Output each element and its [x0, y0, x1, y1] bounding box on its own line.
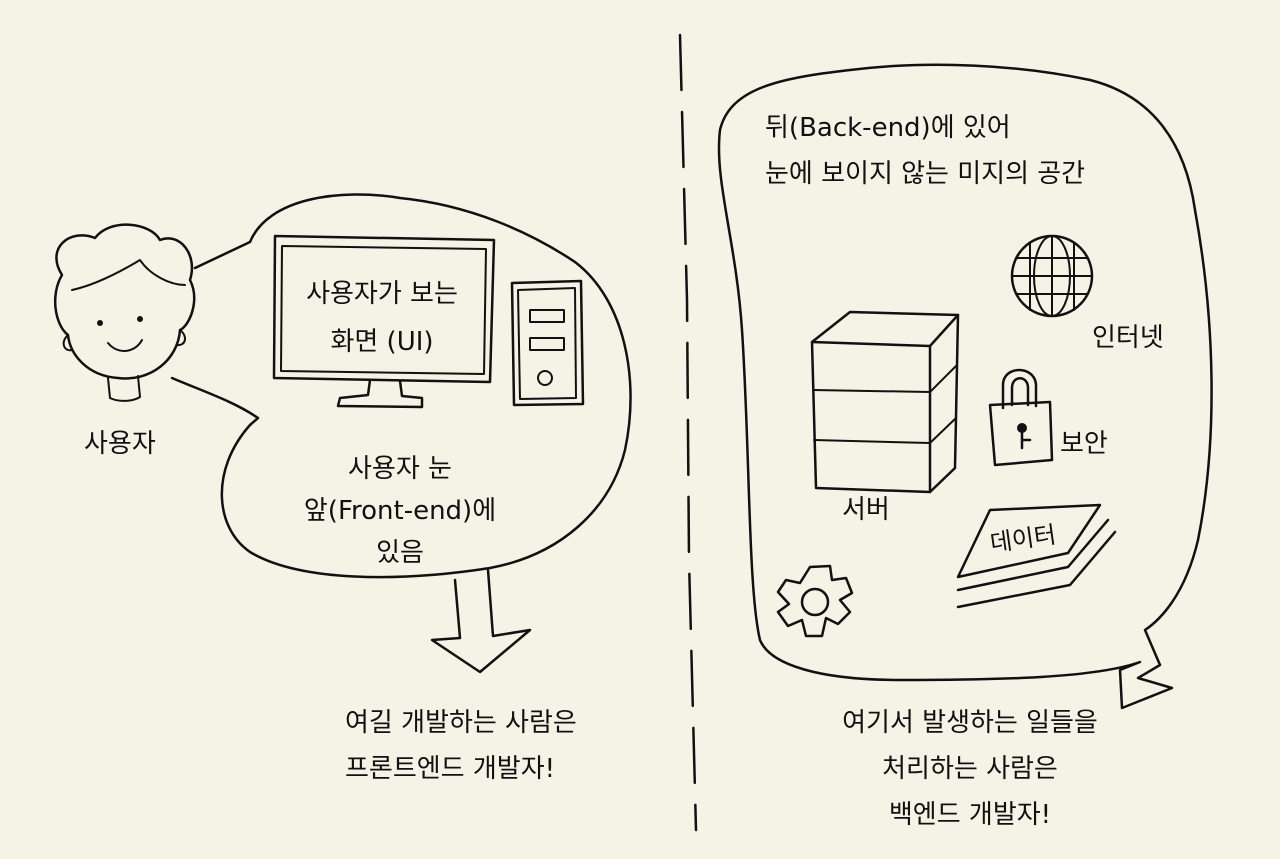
user-label: 사용자 — [84, 429, 156, 459]
gear-icon — [776, 564, 854, 638]
front-arrow — [430, 568, 532, 674]
front-bubble-line-2: 앞(Front-end)에 — [303, 496, 497, 526]
front-conclusion-line-2: 프론트엔드 개발자! — [345, 754, 556, 784]
front-bubble-line-1: 사용자 눈 — [348, 454, 452, 484]
back-conclusion-line-3: 백엔드 개발자! — [888, 800, 1052, 830]
monitor-text-line-1: 사용자가 보는 — [306, 279, 458, 309]
back-bubble-title: 뒤(Back-end)에 있어 눈에 보이지 않는 미지의 공간 — [765, 105, 1085, 197]
front-bubble — [170, 193, 632, 579]
pc-tower-icon — [510, 279, 585, 407]
front-conclusion: 여길 개발하는 사람은 프론트엔드 개발자! — [345, 700, 577, 792]
back-bubble — [717, 63, 1213, 710]
back-conclusion-line-2: 처리하는 사람은 — [882, 754, 1058, 784]
globe-icon — [1010, 234, 1094, 318]
server-icon — [810, 310, 960, 494]
monitor-text: 사용자가 보는 화면 (UI) — [282, 270, 482, 366]
divider-line — [678, 33, 698, 832]
front-bubble-text: 사용자 눈 앞(Front-end)에 있음 — [280, 448, 520, 574]
internet-label: 인터넷 — [1092, 323, 1164, 353]
back-conclusion-line-1: 여기서 발생하는 일들을 — [842, 708, 1098, 738]
security-label: 보안 — [1060, 429, 1108, 459]
back-bubble-title-line-1: 뒤(Back-end)에 있어 — [765, 113, 1011, 143]
data-sheets-icon — [956, 503, 1117, 609]
front-conclusion-line-1: 여길 개발하는 사람은 — [345, 708, 577, 738]
person-icon — [54, 223, 196, 402]
back-conclusion: 여기서 발생하는 일들을 처리하는 사람은 백엔드 개발자! — [800, 700, 1140, 838]
monitor-icon — [272, 234, 496, 409]
front-bubble-line-3: 있음 — [376, 538, 424, 568]
monitor-text-line-2: 화면 (UI) — [330, 327, 434, 357]
server-label: 서버 — [842, 495, 890, 525]
lock-icon — [988, 368, 1054, 467]
back-bubble-title-line-2: 눈에 보이지 않는 미지의 공간 — [765, 159, 1086, 189]
